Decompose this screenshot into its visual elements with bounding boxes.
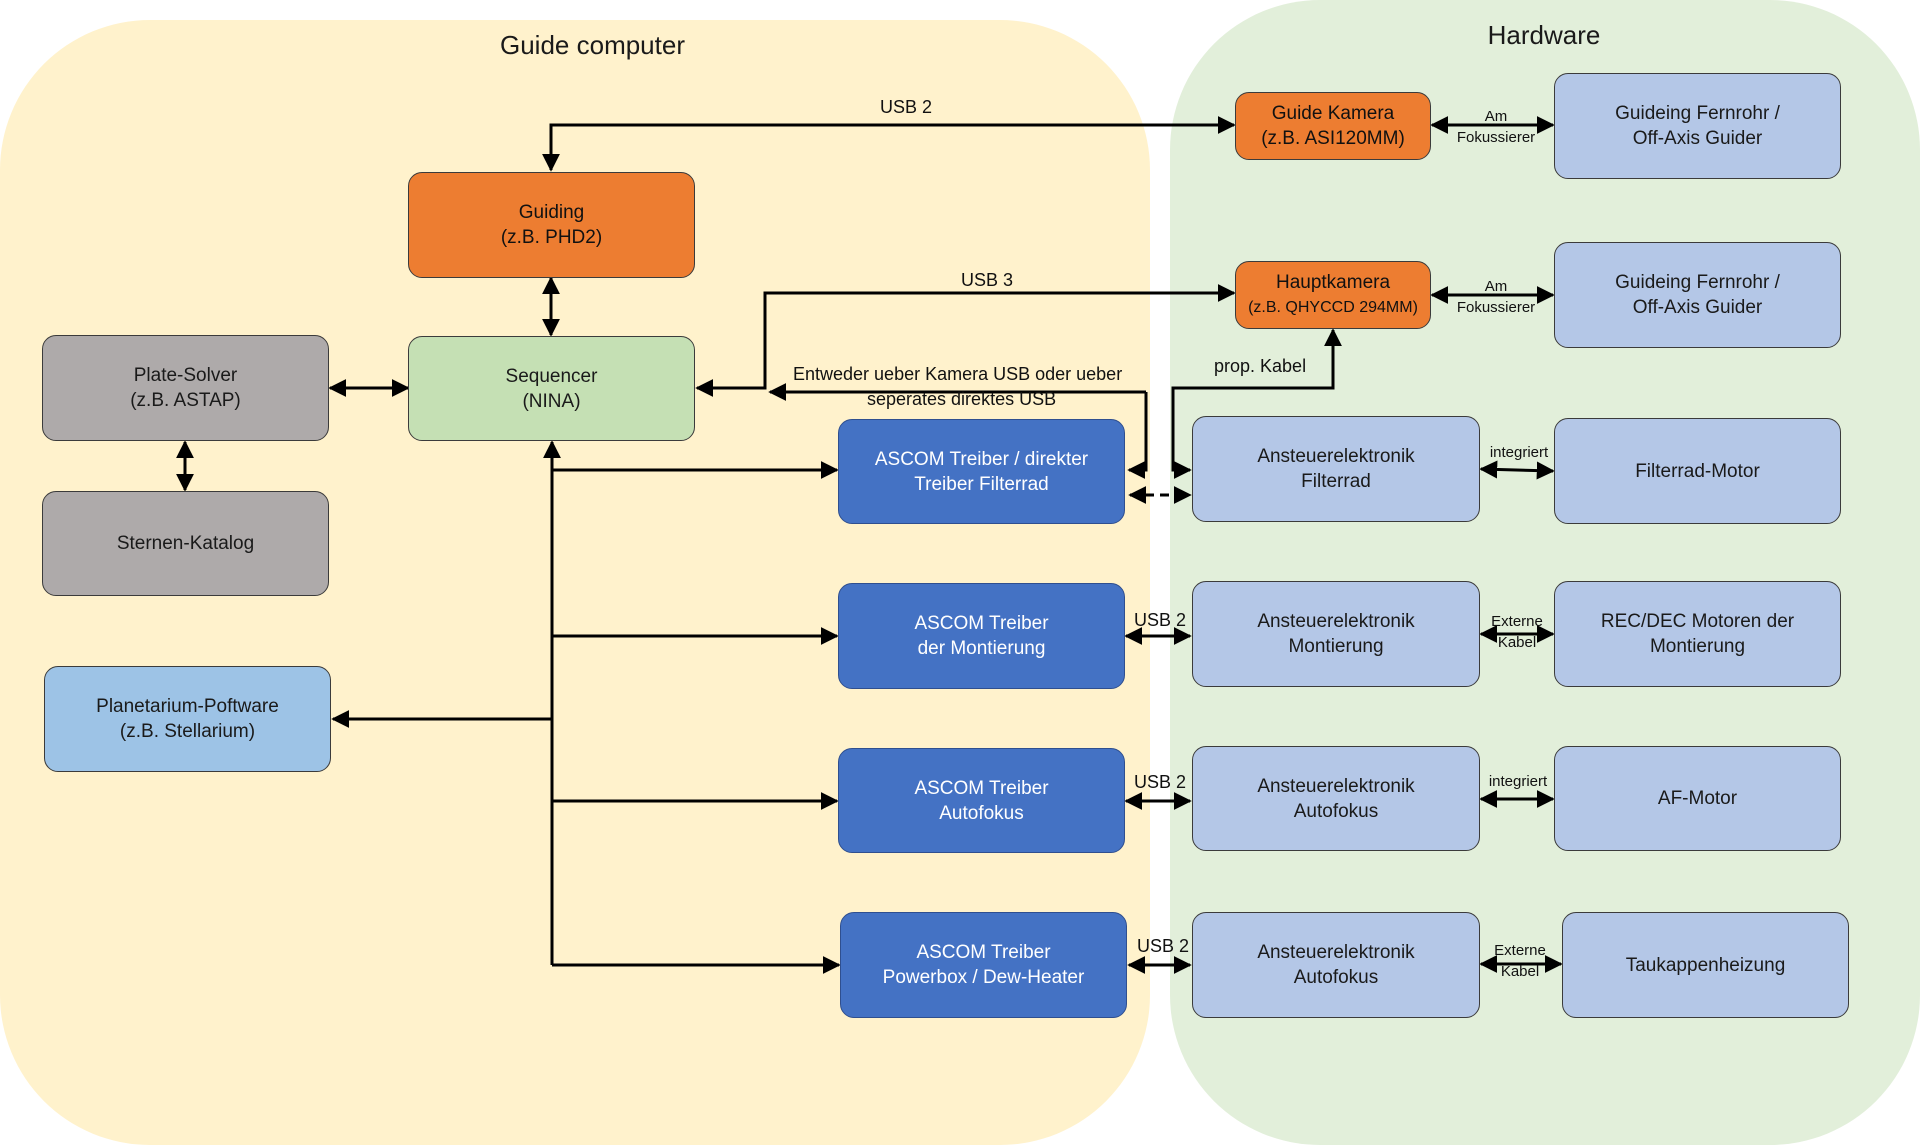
- plate-solver-box: Plate-Solver (z.B. ASTAP): [42, 335, 329, 441]
- guide-kamera-subtitle: (z.B. ASI120MM): [1261, 128, 1405, 149]
- af-motor-box: AF-Motor: [1554, 746, 1841, 851]
- label-am-fokussierer-1: Am Fokussierer: [1443, 106, 1549, 148]
- plate-solver-title: Plate-Solver: [133, 365, 238, 386]
- plate-solver-subtitle: (z.B. ASTAP): [130, 390, 241, 411]
- guiding-subtitle: (z.B. PHD2): [500, 227, 603, 248]
- label-am-fokussierer-2-line1: Am: [1484, 278, 1508, 295]
- elektronik-montierung-subtitle: Montierung: [1288, 636, 1384, 657]
- ascom-montierung-subtitle: der Montierung: [917, 638, 1046, 659]
- ascom-filterrad-title: ASCOM Treiber / direkter: [874, 448, 1089, 470]
- hauptkamera-title: Hauptkamera: [1275, 272, 1391, 293]
- wire-prop-kabel: [1171, 328, 1342, 479]
- ascom-montierung-title: ASCOM Treiber: [914, 613, 1049, 634]
- wire-hauptkamera-sequencer: [695, 284, 1236, 397]
- guide-computer-title: Guide computer: [500, 30, 685, 60]
- ascom-powerbox-title: ASCOM Treiber: [916, 942, 1051, 963]
- fernrohr-1-box: Guideing Fernrohr / Off-Axis Guider: [1554, 73, 1841, 179]
- label-prop-kabel: prop. Kabel: [1214, 356, 1307, 376]
- hauptkamera-box: Hauptkamera (z.B. QHYCCD 294MM): [1235, 261, 1431, 329]
- label-integriert-1: integriert: [1489, 444, 1549, 461]
- ascom-autofokus-box: ASCOM Treiber Autofokus: [838, 748, 1125, 853]
- filterrad-motor-box: Filterrad-Motor: [1554, 418, 1841, 524]
- elektronik-autofokus-2-title: Ansteuerelektronik: [1257, 942, 1415, 963]
- fernrohr-2-title: Guideing Fernrohr /: [1615, 272, 1780, 293]
- sternen-katalog-title: Sternen-Katalog: [116, 533, 255, 554]
- guiding-box: Guiding (z.B. PHD2): [408, 172, 695, 278]
- label-externe-kabel-2-line2: Kabel: [1500, 963, 1540, 980]
- taukappenheizung-title: Taukappenheizung: [1625, 954, 1786, 976]
- sequencer-box: Sequencer (NINA): [408, 336, 695, 441]
- elektronik-autofokus-subtitle: Autofokus: [1293, 800, 1379, 822]
- fernrohr-2-subtitle: Off-Axis Guider: [1632, 297, 1763, 318]
- elektronik-montierung-box: Ansteuerelektronik Montierung: [1192, 581, 1480, 687]
- rec-dec-motoren-title: REC/DEC Motoren der: [1600, 611, 1795, 632]
- sequencer-title: Sequencer: [505, 365, 598, 387]
- hardware-title: Hardware: [1487, 20, 1601, 50]
- elektronik-autofokus-2-box: Ansteuerelektronik Autofokus: [1192, 912, 1480, 1018]
- label-integriert-2: integriert: [1488, 773, 1548, 790]
- ascom-autofokus-title: ASCOM Treiber: [914, 777, 1049, 799]
- fernrohr-1-title: Guideing Fernrohr /: [1615, 103, 1780, 124]
- filterrad-motor-title: Filterrad-Motor: [1635, 460, 1760, 482]
- label-externe-kabel-1-line1: Externe: [1491, 613, 1543, 630]
- wire-elektronik-filterradmotor: [1479, 460, 1555, 480]
- af-motor-title: AF-Motor: [1657, 788, 1738, 809]
- ascom-powerbox-subtitle: Powerbox / Dew-Heater: [882, 967, 1085, 988]
- taukappenheizung-box: Taukappenheizung: [1562, 912, 1849, 1018]
- label-usb2-autofokus: USB 2: [1134, 772, 1187, 792]
- label-externe-kabel-1-line2: Kabel: [1497, 634, 1537, 651]
- label-usb3: USB 3: [961, 270, 1014, 290]
- wire-guidecam-guiding: [542, 116, 1236, 172]
- planetarium-title: Planetarium-Poftware: [96, 696, 279, 717]
- planetarium-subtitle: (z.B. Stellarium): [119, 721, 256, 742]
- ascom-powerbox-box: ASCOM Treiber Powerbox / Dew-Heater: [840, 912, 1127, 1018]
- sternen-katalog-box: Sternen-Katalog: [42, 491, 329, 596]
- label-am-fokussierer-1-line1: Am: [1484, 108, 1508, 125]
- elektronik-filterrad-box: Ansteuerelektronik Filterrad: [1192, 416, 1480, 522]
- guide-kamera-title: Guide Kamera: [1271, 103, 1395, 124]
- rec-dec-motoren-subtitle: Montierung: [1649, 636, 1746, 657]
- label-externe-kabel-2: Externe Kabel: [1482, 940, 1558, 982]
- hauptkamera-subtitle: (z.B. QHYCCD 294MM): [1248, 299, 1418, 316]
- elektronik-filterrad-subtitle: Filterrad: [1301, 471, 1371, 492]
- label-externe-kabel-2-line1: Externe: [1494, 942, 1546, 959]
- ascom-filterrad-subtitle: Treiber Filterrad: [914, 473, 1049, 495]
- ascom-filterrad-box: ASCOM Treiber / direkter Treiber Filterr…: [838, 419, 1125, 524]
- ascom-autofokus-subtitle: Autofokus: [939, 802, 1024, 824]
- label-am-fokussierer-2: Am Fokussierer: [1443, 276, 1549, 318]
- elektronik-autofokus-title: Ansteuerelektronik: [1257, 775, 1415, 797]
- wire-filterrad-either: [1127, 392, 1148, 479]
- label-usb2-top: USB 2: [880, 97, 933, 117]
- elektronik-autofokus-2-subtitle: Autofokus: [1293, 967, 1379, 988]
- label-externe-kabel-1: Externe Kabel: [1481, 611, 1553, 653]
- rec-dec-motoren-box: REC/DEC Motoren der Montierung: [1554, 581, 1841, 687]
- planetarium-box: Planetarium-Poftware (z.B. Stellarium): [44, 666, 331, 772]
- label-entweder-line2: seperates direktes USB: [867, 389, 1057, 409]
- ascom-montierung-box: ASCOM Treiber der Montierung: [838, 583, 1125, 689]
- fernrohr-1-subtitle: Off-Axis Guider: [1632, 128, 1763, 149]
- sequencer-subtitle: (NINA): [522, 390, 581, 412]
- label-usb2-powerbox: USB 2: [1137, 936, 1190, 956]
- guiding-title: Guiding: [518, 202, 585, 223]
- elektronik-autofokus-box: Ansteuerelektronik Autofokus: [1192, 746, 1480, 851]
- label-am-fokussierer-1-line2: Fokussierer: [1456, 129, 1536, 146]
- label-usb2-montierung: USB 2: [1134, 610, 1187, 630]
- label-am-fokussierer-2-line2: Fokussierer: [1456, 299, 1536, 316]
- guide-kamera-box: Guide Kamera (z.B. ASI120MM): [1235, 92, 1431, 160]
- label-entweder-line1: Entweder ueber Kamera USB oder ueber: [793, 364, 1123, 384]
- elektronik-montierung-title: Ansteuerelektronik: [1257, 611, 1415, 632]
- elektronik-filterrad-title: Ansteuerelektronik: [1257, 446, 1415, 467]
- fernrohr-2-box: Guideing Fernrohr / Off-Axis Guider: [1554, 242, 1841, 348]
